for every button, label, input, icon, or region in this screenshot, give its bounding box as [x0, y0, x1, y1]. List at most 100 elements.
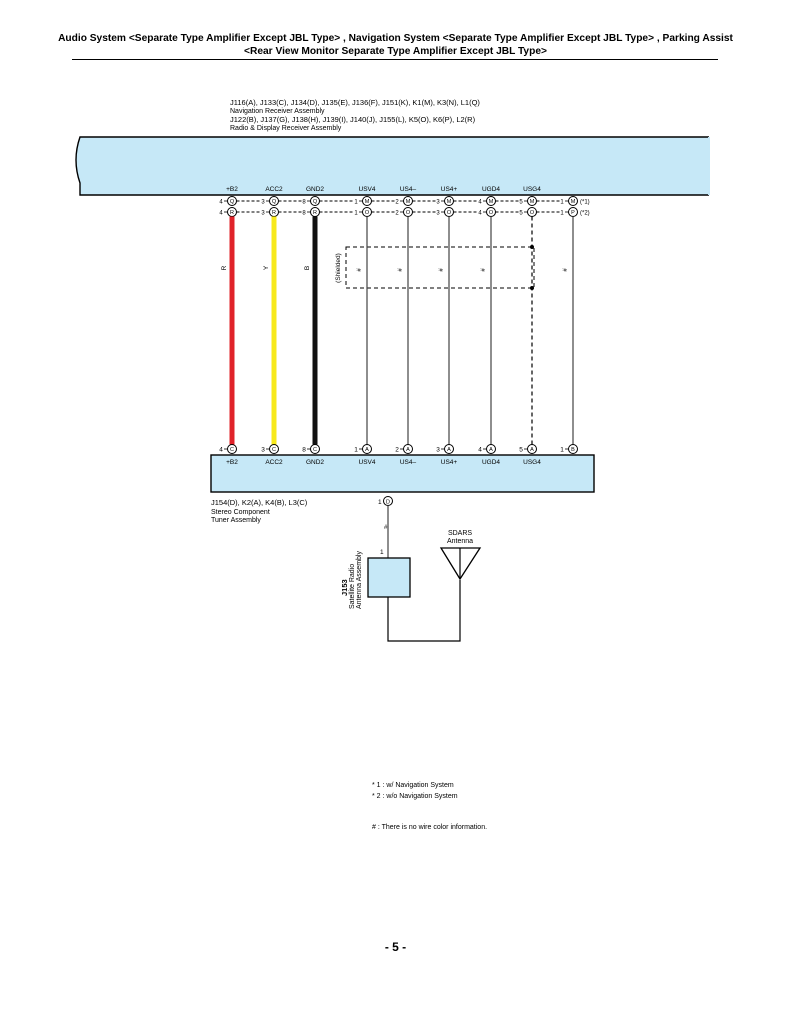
top-row2-conn-letter: O	[489, 210, 494, 216]
top-row1-pin-number: 3	[261, 200, 265, 206]
bottom-pin-c	[227, 444, 237, 454]
bottom-conn-letter: A	[365, 447, 369, 453]
bottom-pin-number: 4	[478, 447, 482, 454]
top-terminal-label: UGD4	[482, 186, 500, 193]
bottom-pin-number: 4	[219, 447, 223, 454]
bottom-pin-number: 5	[519, 447, 523, 454]
radio-codes: J122(B), J137(G), J138(H), J139(I), J140…	[230, 115, 476, 124]
nav-codes: J116(A), J133(C), J134(D), J135(E), J136…	[230, 98, 480, 107]
top-terminal-label: +B2	[226, 186, 238, 193]
satellite-wire-hash: #	[384, 525, 388, 531]
variant-mark-1: (*1)	[580, 200, 590, 206]
top-row1-conn-letter: M	[447, 199, 452, 205]
bottom-terminal-label: UGD4	[482, 459, 500, 466]
top-row1-pin-number: 8	[302, 200, 306, 206]
bottom-pin-number: 3	[436, 447, 440, 454]
top-row1-conn-letter: Q	[230, 199, 235, 205]
top-row2-pin-number: 4	[219, 211, 223, 217]
bottom-pin-c	[269, 444, 279, 454]
top-row2-pin-number: 2	[395, 211, 399, 217]
nav-name: Navigation Receiver Assembly	[230, 108, 325, 115]
bottom-pin-number: 1	[354, 447, 358, 454]
top-terminal-label: GND2	[306, 186, 324, 193]
shielded-label: (Shielded)	[335, 253, 342, 283]
top-row1-conn-letter: M	[406, 199, 411, 205]
top-terminal-label: ACC2	[265, 186, 283, 193]
bottom-terminal-label: GND2	[306, 459, 324, 466]
bottom-conn-letter: A	[447, 447, 451, 453]
top-row2-conn-letter: R	[230, 210, 234, 216]
top-row1-pin-m	[568, 196, 578, 206]
top-row1-pin-number: 3	[436, 200, 440, 206]
page-number: - 5 -	[384, 940, 407, 954]
top-row1-conn-letter: M	[571, 199, 576, 205]
radio-name: Radio & Display Receiver Assembly	[230, 125, 342, 132]
note-variant-2: * 2 : w/o Navigation System	[372, 793, 458, 800]
sdars-label-1: SDARS	[448, 530, 472, 537]
top-row2-pin-number: 5	[519, 211, 523, 217]
antenna-link	[387, 580, 461, 642]
sdars-label-2: Antenna	[447, 538, 473, 545]
bottom-pin-a	[444, 444, 454, 454]
top-row1-conn-letter: M	[489, 199, 494, 205]
top-row2-pin-number: 3	[436, 211, 440, 217]
top-row2-pin-number: 4	[478, 211, 482, 217]
bottom-terminal-label: ACC2	[265, 459, 283, 466]
satellite-name-2: Antenna Assembly	[356, 551, 363, 609]
wire-color-label: R	[221, 265, 228, 270]
wire-hash-mark: #	[481, 268, 487, 272]
shielded-box	[345, 246, 535, 289]
bottom-terminal-label: US4–	[400, 459, 417, 466]
wire-color-label: Y	[263, 265, 270, 270]
top-row1-conn-letter: Q	[272, 199, 277, 205]
top-row2-pin-number: 8	[302, 211, 306, 217]
bottom-terminal-label: USG4	[523, 459, 541, 466]
bottom-pin-b	[568, 444, 578, 454]
wire-color-label: B	[304, 266, 311, 270]
note-variant-1: * 1 : w/ Navigation System	[372, 782, 454, 789]
tuner-codes: J154(D), K2(A), K4(B), L3(C)	[211, 498, 308, 507]
satellite-pin-number: 1	[380, 549, 384, 556]
variant-mark-2: (*2)	[580, 211, 590, 217]
top-row2-conn-letter: R	[313, 210, 317, 216]
top-row1-pin-number: 1	[354, 200, 358, 206]
top-row1-pin-number: 5	[519, 200, 523, 206]
bottom-pin-a	[486, 444, 496, 454]
top-row2-conn-letter: O	[406, 210, 411, 216]
top-row2-conn-letter: P	[571, 210, 575, 216]
bottom-pin-a	[403, 444, 413, 454]
bottom-conn-letter: A	[406, 447, 410, 453]
bottom-conn-letter: C	[272, 447, 276, 453]
tuner-name-2: Tuner Assembly	[211, 517, 261, 524]
wire-hash-mark: #	[357, 268, 363, 272]
top-row2-conn-letter: O	[447, 210, 452, 216]
top-row2-pin-number: 3	[261, 211, 265, 217]
top-terminal-label: US4+	[441, 186, 458, 193]
bottom-pin-c	[310, 444, 320, 454]
top-terminal-label: US4–	[400, 186, 417, 193]
tuner-pin-number: 1	[378, 499, 382, 506]
nav-receiver-box	[75, 136, 709, 196]
bottom-pin-number: 1	[560, 447, 564, 454]
tuner-box	[210, 454, 595, 493]
top-row1-conn-letter: M	[365, 199, 370, 205]
note-no-color: # : There is no wire color information.	[372, 824, 488, 831]
top-row1-pin-number: 4	[219, 200, 223, 206]
header-line-1: Audio System <Separate Type Amplifier Ex…	[58, 33, 733, 44]
header-line-2: <Rear View Monitor Separate Type Amplifi…	[244, 46, 547, 57]
top-row2-pin-number: 1	[354, 211, 358, 217]
top-row1-conn-letter: M	[530, 199, 535, 205]
wires	[229, 216, 574, 445]
top-row1-pin-number: 4	[478, 200, 482, 206]
top-row2-conn-letter: R	[272, 210, 276, 216]
top-terminal-label: USG4	[523, 186, 541, 193]
bottom-terminal-label: USV4	[359, 459, 376, 466]
bottom-conn-letter: A	[530, 447, 534, 453]
wire-hash-mark: #	[398, 268, 404, 272]
top-row2-pin-number: 1	[560, 211, 564, 217]
